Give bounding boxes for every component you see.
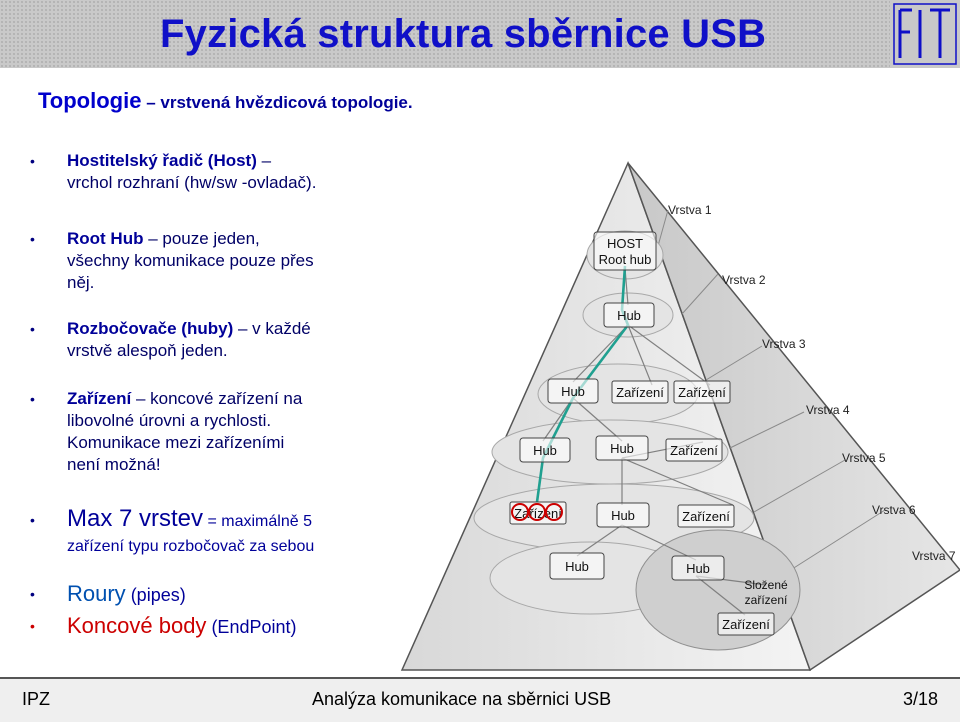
hub-layer-3-label: Hub: [561, 384, 585, 399]
device-layer-5: [677, 504, 735, 528]
bullet-devices-line4: není možná!: [67, 455, 161, 474]
topology-connections: [536, 267, 767, 616]
footer-page-number: 3/18: [902, 689, 938, 709]
footer-bar: IPZ Analýza komunikace na sběrnici USB 3…: [0, 677, 960, 722]
usb-topology-pyramid: Vrstva 1 Vrstva 2 Vrstva 3 Vrstva 4 Vrst…: [400, 160, 960, 672]
bullet-hubs-term: Rozbočovače (huby): [67, 319, 234, 338]
bullet-dot-icon: •: [30, 391, 35, 407]
bullet-root-hub-term: Root Hub: [67, 229, 144, 248]
layer-divider-lines: [657, 209, 886, 579]
pipes-term: Roury: [67, 581, 126, 606]
root-hub-label: Root hub: [599, 252, 652, 267]
slide-title: Fyzická struktura sběrnice USB: [160, 12, 767, 56]
layer-label-5: Vrstva 5: [842, 451, 886, 465]
layer-label-1: Vrstva 1: [668, 203, 712, 217]
bullet-hubs-rest: – v každé: [233, 319, 311, 338]
layer-label-2: Vrstva 2: [722, 273, 766, 287]
composite-device-label-2: zařízení: [745, 593, 788, 607]
footer-title: Analýza komunikace na sběrnici USB: [312, 689, 612, 709]
device-layer-4: [665, 438, 723, 462]
bullet-devices-term: Zařízení: [67, 389, 132, 408]
hub-composite-label: Hub: [686, 561, 710, 576]
max-layers-headline: Max 7 vrstev: [67, 505, 204, 532]
bullet-devices-line2: libovolné úrovni a rychlosti.: [67, 411, 272, 430]
endpoints-rest: (EndPoint): [206, 617, 297, 637]
endpoint-markers: [511, 503, 563, 521]
device-layer-3-b-label: Zařízení: [678, 385, 726, 400]
endpoints-term: Koncové body: [67, 613, 207, 638]
hub-layer-6: [549, 552, 605, 580]
subtitle-description: – vrstvená hvězdicová topologie.: [141, 93, 413, 112]
max-layers-note: = maximálně 5: [203, 513, 312, 530]
hub-layer-4-b: [595, 435, 649, 461]
hub-layer-5: [596, 502, 650, 528]
device-layer-4-label: Zařízení: [670, 443, 718, 458]
hub-layer-6-label: Hub: [565, 559, 589, 574]
composite-device-label-1: Složené: [744, 578, 788, 592]
bullet-root-hub-rest: – pouze jeden,: [143, 229, 260, 248]
hub-layer-4-a-label: Hub: [533, 443, 557, 458]
bullet-host-line2: vrchol rozhraní (hw/sw -ovladač).: [67, 173, 317, 192]
title-bar: [0, 0, 960, 68]
device-composite-label: Zařízení: [722, 617, 770, 632]
bullet-hubs-line2: vrstvě alespoň jeden.: [67, 341, 228, 360]
device-layer-5-endpoint-label: Zařízení: [514, 506, 562, 521]
bullet-dot-icon: •: [30, 512, 35, 528]
bullet-dot-icon: •: [30, 231, 35, 247]
bullet-host-term: Hostitelský řadič (Host): [67, 151, 257, 170]
bullet-root-hub-line2: všechny komunikace pouze přes: [67, 251, 314, 270]
pipes-rest: (pipes): [125, 585, 186, 605]
hub-composite: [671, 555, 725, 581]
device-layer-3-b: [673, 380, 731, 404]
hub-layer-3: [547, 378, 599, 404]
layer-label-4: Vrstva 4: [806, 403, 850, 417]
hub-layer-2: [603, 302, 655, 328]
hub-layer-2-label: Hub: [617, 308, 641, 323]
fit-logo-icon: [890, 0, 960, 68]
bullet-host-dash: –: [256, 151, 272, 170]
hub-layer-5-label: Hub: [611, 508, 635, 523]
hub-layer-4-a: [519, 437, 571, 463]
bullet-dot-icon: •: [30, 153, 35, 169]
layer-label-7: Vrstva 7: [912, 549, 956, 563]
host-root-hub-box: [593, 231, 657, 271]
layer-label-3: Vrstva 3: [762, 337, 806, 351]
device-composite: [717, 612, 775, 636]
device-layer-5-label: Zařízení: [682, 509, 730, 524]
bullet-devices-rest: – koncové zařízení na: [131, 389, 303, 408]
footer-course: IPZ: [22, 689, 51, 709]
device-layer-3-a-label: Zařízení: [616, 385, 664, 400]
bullet-root-hub-line3: něj.: [67, 273, 95, 292]
max-layers-line2: zařízení typu rozbočovač za sebou: [67, 538, 315, 555]
bullet-devices-line3: Komunikace mezi zařízeními: [67, 433, 285, 452]
endpoint-circle-3: [545, 503, 563, 521]
bullet-dot-icon: •: [30, 586, 35, 602]
slide-subtitle: Topologie – vrstvená hvězdicová topologi…: [38, 88, 413, 114]
bullet-dot-icon: •: [30, 618, 35, 634]
subtitle-keyword: Topologie: [38, 88, 142, 113]
hub-layer-4-b-label: Hub: [610, 441, 634, 456]
host-label: HOST: [607, 236, 643, 251]
bullet-dot-icon: •: [30, 321, 35, 337]
layer-label-6: Vrstva 6: [872, 503, 916, 517]
device-layer-3-a: [611, 380, 669, 404]
